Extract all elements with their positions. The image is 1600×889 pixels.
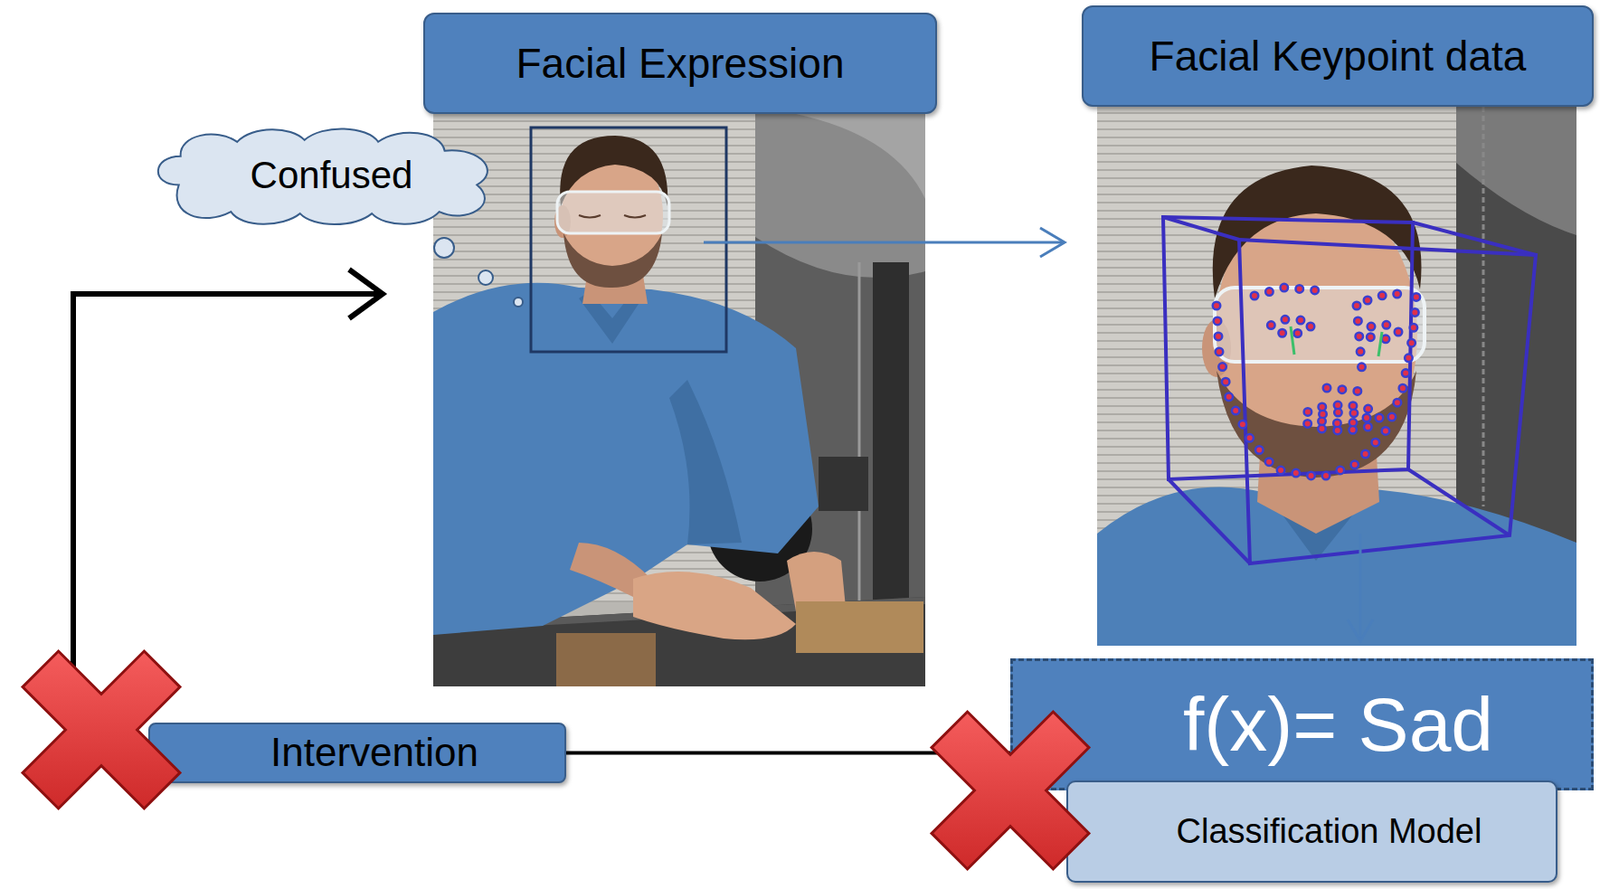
model-box: Classification Model [1066, 780, 1558, 883]
keypoint-photo [1097, 106, 1577, 646]
flow-arrow [1347, 619, 1373, 642]
flow-arrow [703, 227, 1065, 257]
node-text: Intervention [270, 729, 479, 777]
keypoint-photo [1163, 217, 1240, 240]
feedback-arrow [73, 293, 380, 697]
process-box: Intervention [148, 722, 567, 784]
facial-keypoints [1326, 305, 1373, 393]
flow-arrow [1359, 533, 1363, 640]
facial-keypoints [1303, 405, 1380, 431]
node-text: f(x)= Sad [1183, 681, 1494, 769]
keypoint-photo [1168, 479, 1250, 564]
connector-line [566, 751, 1011, 756]
thought-bubbles [478, 270, 493, 285]
facial-keypoints [1216, 287, 1417, 478]
workshop-photo [433, 283, 819, 635]
feedback-arrow [73, 269, 383, 697]
workshop-photo [557, 191, 670, 234]
facial-keypoints [1216, 295, 1417, 478]
workshop-photo [755, 113, 926, 278]
thought-bubbles [513, 297, 523, 307]
keypoint-photo [1378, 331, 1383, 357]
flow-arrow [1347, 533, 1373, 642]
keypoint-photo [1097, 106, 1459, 559]
workshop-photo [795, 113, 926, 199]
workshop-photo [669, 379, 742, 545]
face-box [530, 127, 727, 352]
keypoint-photo [1214, 287, 1425, 362]
keypoint-photo [1097, 106, 1577, 646]
keypoint-photo [1482, 106, 1486, 507]
facial-keypoints [1254, 287, 1316, 296]
red-cross [889, 669, 1133, 889]
cloud-shape [158, 128, 488, 225]
facial-keypoints [1216, 287, 1417, 478]
red-cross [0, 608, 223, 853]
workshop-photo [433, 113, 926, 687]
node-text: Facial Keypoint data [1149, 32, 1527, 81]
red-cross [889, 669, 1133, 889]
facial-keypoints [1367, 293, 1411, 301]
workshop-photo [633, 571, 796, 640]
facial-keypoints [1326, 305, 1373, 393]
node-text: Facial Expression [515, 39, 844, 88]
node-text: Classification Model [1176, 812, 1483, 853]
facial-keypoints [1216, 295, 1417, 478]
thought-bubbles [434, 237, 455, 258]
keypoint-photo [1212, 165, 1422, 299]
node-text: Confused [250, 153, 414, 198]
facial-keypoints [1367, 293, 1411, 301]
feedback-arrow [349, 269, 383, 319]
workshop-photo [858, 262, 862, 644]
result-box: f(x)= Sad [1010, 658, 1594, 791]
keypoint-photo [1408, 469, 1510, 536]
facial-keypoints [1254, 287, 1316, 296]
keypoint-photo [1412, 222, 1536, 256]
facial-keypoints [1303, 405, 1380, 431]
header-box: Facial Keypoint data [1081, 5, 1594, 107]
flow-arrow [1040, 227, 1065, 257]
keypoint-photo [1239, 239, 1536, 564]
workshop-photo [818, 456, 869, 512]
keypoint-photo [1290, 326, 1295, 355]
workshop-photo [563, 233, 663, 288]
thought-bubbles [434, 237, 523, 307]
keypoint-photo [1456, 106, 1577, 236]
workshop-photo [795, 601, 924, 654]
workshop-photo [872, 262, 909, 634]
workshop-photo [556, 633, 656, 687]
thought-cloud: Confused [142, 122, 521, 230]
flow-arrow [703, 241, 1063, 245]
facial-keypoints [1315, 412, 1367, 424]
workshop-photo [578, 215, 646, 218]
header-box: Facial Expression [423, 12, 938, 114]
facial-keypoints [1315, 412, 1367, 424]
red-cross [0, 608, 223, 853]
facial-keypoints [1216, 287, 1417, 478]
workshop-photo [433, 113, 926, 687]
